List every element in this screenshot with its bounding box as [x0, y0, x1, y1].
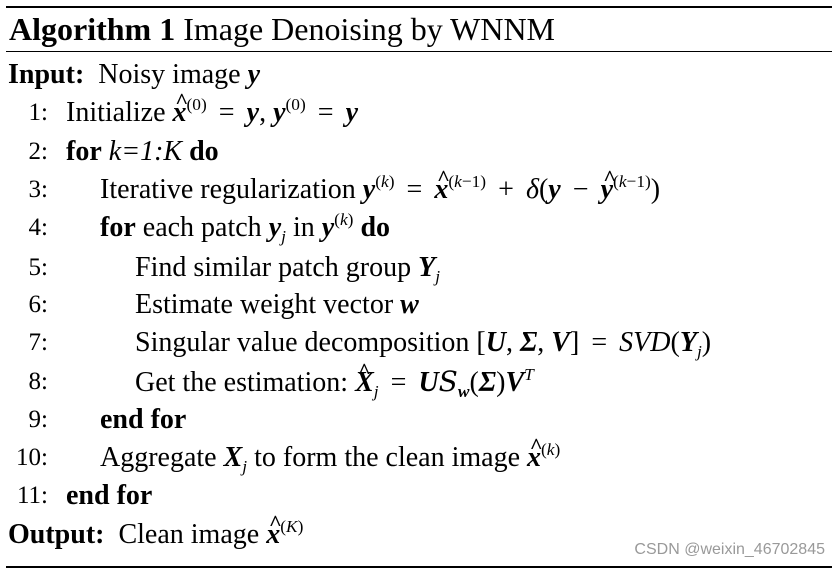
- keyword-do: do: [189, 136, 219, 167]
- math-expression: Xj = USw(Σ)VT: [355, 352, 534, 401]
- line-number: 1:: [28, 99, 48, 126]
- line-number: 8:: [28, 368, 48, 395]
- algorithm-label: Algorithm 1: [9, 11, 176, 47]
- line-number: 4:: [28, 214, 48, 241]
- math-yj: yj: [268, 212, 286, 247]
- input-text: Noisy image: [98, 59, 241, 90]
- algorithm-name: Image Denoising by WNNM: [183, 11, 555, 47]
- keyword-do: do: [360, 212, 391, 243]
- title-rule: [6, 51, 832, 52]
- math-Xj: Xj: [223, 442, 248, 477]
- step-text: Aggregate: [100, 442, 217, 473]
- line-number: 10:: [16, 444, 48, 471]
- line-number: 7:: [28, 329, 48, 356]
- output-label: Output:: [8, 519, 105, 550]
- step-text: each patch: [142, 212, 262, 243]
- step-text: Initialize: [66, 97, 166, 128]
- math-xk: x(k): [527, 427, 560, 473]
- line-number: 2:: [28, 138, 48, 165]
- step-text: Estimate weight vector: [135, 289, 394, 320]
- math-expression: y(k) = x(k−1) + δ(y − y(k−1)): [363, 159, 660, 205]
- math-y: y: [247, 59, 261, 90]
- keyword-for: for: [100, 212, 136, 243]
- line-number: 5:: [28, 254, 48, 281]
- step-text: Singular value decomposition: [135, 327, 470, 358]
- line-number: 9:: [28, 406, 48, 433]
- line-number: 11:: [16, 482, 48, 509]
- step-text-in: in: [292, 212, 315, 243]
- step-text: Get the estimation:: [135, 367, 349, 398]
- output-text: Clean image: [118, 519, 260, 550]
- algorithm-title: Algorithm 1 Image Denoising by WNNM: [9, 10, 555, 48]
- math-xK: x(K): [266, 504, 303, 550]
- math-Yj: Yj: [418, 252, 441, 287]
- top-rule: [6, 6, 832, 8]
- keyword-end-for: end for: [100, 404, 187, 435]
- loop-range: k=1:K: [108, 136, 183, 167]
- keyword-end-for: end for: [66, 480, 153, 511]
- math-yk: y(k): [321, 209, 354, 243]
- math-w: w: [400, 289, 419, 320]
- line-number: 3:: [28, 176, 48, 203]
- keyword-for: for: [66, 136, 102, 167]
- step-text-rest: to form the clean image: [254, 442, 521, 473]
- math-expression: [U, Σ, V] = SVD(Yj): [476, 327, 712, 362]
- math-expression: x(0) = y, y(0) = y: [173, 82, 359, 128]
- step-text: Iterative regularization: [100, 174, 356, 205]
- bottom-rule: [6, 566, 832, 568]
- watermark: CSDN @weixin_46702845: [634, 541, 825, 558]
- input-label: Input:: [8, 59, 85, 90]
- step-text: Find similar patch group: [135, 252, 412, 283]
- line-number: 6:: [28, 291, 48, 318]
